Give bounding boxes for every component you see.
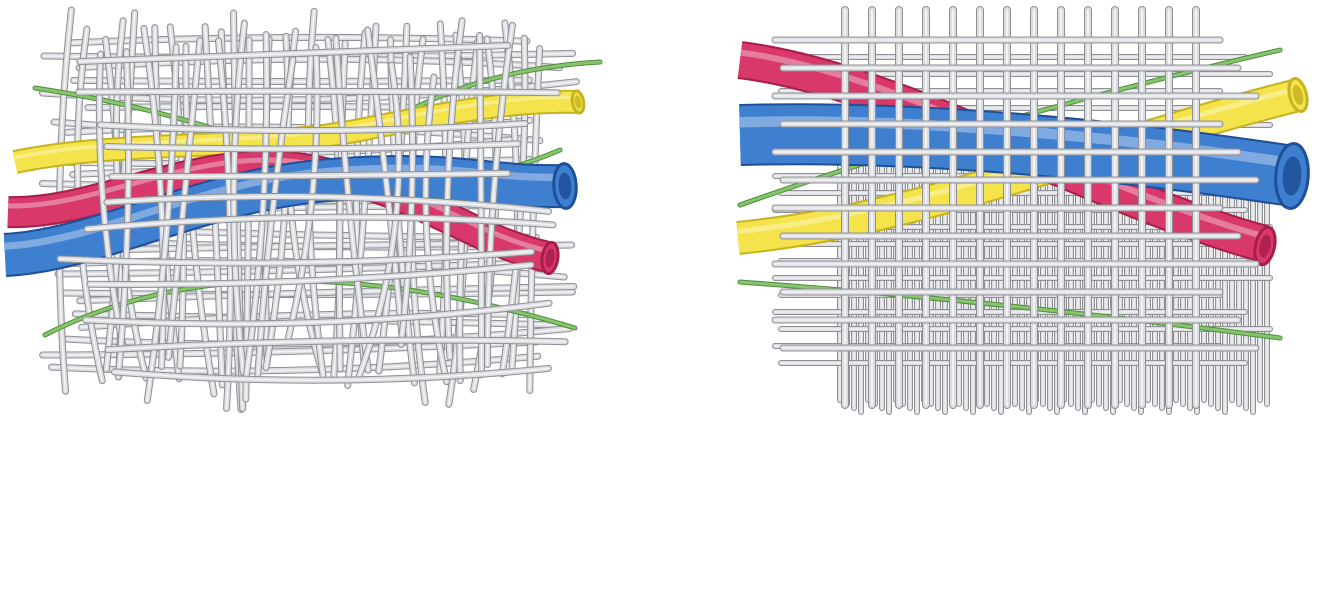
fiber-layer-front [771,6,1260,409]
collagen-fiber [364,26,406,344]
collagen-fiber [86,261,535,289]
collagen-fiber [103,140,522,153]
collagen-fiber [96,120,529,135]
irregular-tissue-illustration [0,0,620,430]
collagen-fiber [108,169,511,181]
collagen-fiber [48,352,542,375]
collagen-fiber [76,42,512,65]
collagen-fiber [335,39,349,373]
collagen-fiber [70,76,533,86]
regular-tissue-svg [736,6,1310,415]
collagen-fiber [104,336,569,354]
collagen-fiber [242,31,271,381]
collagen-fiber [75,87,561,97]
vein [739,103,1310,210]
collagen-fiber [332,34,372,374]
nerve-fiber [737,279,1283,341]
collagen-fiber [83,213,557,233]
irregular-tissue-svg [3,6,603,413]
collagen-fiber [82,299,553,328]
collagen-fiber [103,193,553,215]
collagen-fiber [484,21,516,369]
collagen-fiber [56,248,536,267]
collagen-fiber [110,364,552,384]
regular-tissue-illustration [720,0,1320,430]
fiber-layer-front [56,17,569,412]
